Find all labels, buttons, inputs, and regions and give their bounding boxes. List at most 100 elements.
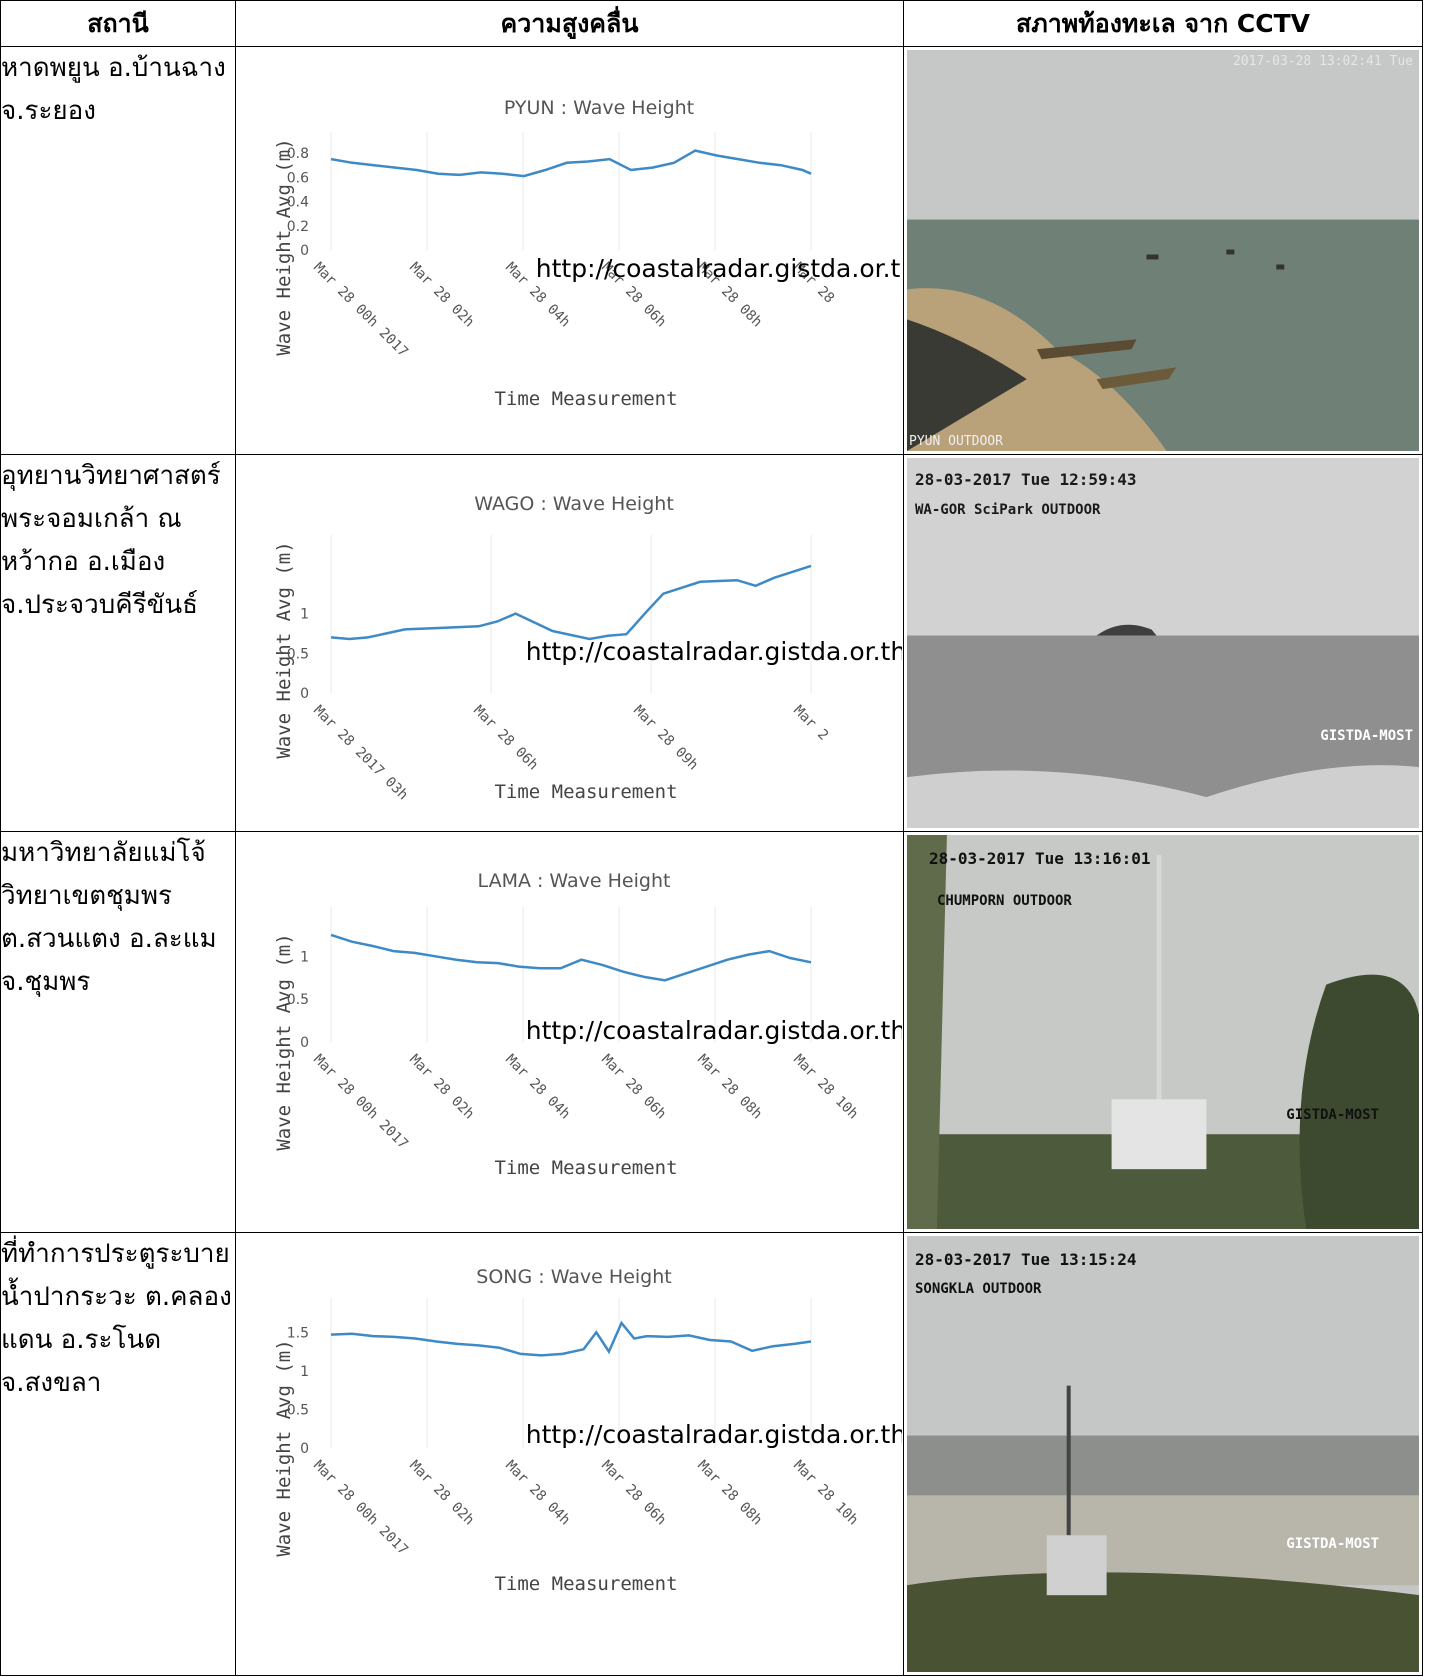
wave-height-line <box>330 564 812 641</box>
x-tick-label: Mar 28 00h 2017 <box>310 260 411 361</box>
wave-height-line <box>330 149 812 178</box>
cctv-image-pyun: 2017-03-28 13:02:41 Tue PYUN OUTDOOR <box>907 50 1419 451</box>
cctv-label: PYUN OUTDOOR <box>909 434 1003 449</box>
y-tick-labels: 00.51 <box>287 949 309 1051</box>
coastalradar-watermark: http://coastalradar.gistda.or.th <box>526 637 902 666</box>
y-tick-label: 0 <box>300 1441 309 1457</box>
cctv-brand: GISTDA-MOST <box>1286 1107 1379 1123</box>
cctv-timestamp: 28-03-2017 Tue 13:15:24 <box>915 1250 1137 1269</box>
gridlines <box>330 535 812 693</box>
header-row: สถานี ความสูงคลื่น สภาพท้องทะเล จาก CCTV <box>0 0 1423 47</box>
chart-title: SONG : Wave Height <box>476 1266 671 1288</box>
cctv-timestamp: 28-03-2017 Tue 13:16:01 <box>929 849 1151 868</box>
x-tick-label: Mar 28 09h <box>630 703 701 774</box>
coastalradar-watermark: http://coastalradar.gistda.or.th <box>536 254 902 283</box>
cctv-image-wago: 28-03-2017 Tue 12:59:43 WA-GOR SciPark O… <box>907 458 1419 828</box>
y-tick-label: 0.6 <box>287 170 309 186</box>
x-tick-label: Mar 28 04h <box>502 1052 573 1123</box>
wave-height-line <box>330 1320 812 1357</box>
y-tick-label: 0 <box>300 1035 309 1051</box>
x-tick-label: Mar 28 02h <box>406 1458 477 1529</box>
y-tick-label: 0.8 <box>287 146 309 162</box>
y-tick-label: 1 <box>300 607 309 623</box>
y-tick-label: 0.5 <box>287 646 309 662</box>
header-cctv: สภาพท้องทะเล จาก CCTV <box>903 0 1423 47</box>
cctv-timestamp: 28-03-2017 Tue 12:59:43 <box>915 470 1137 489</box>
wave-chart-cell: PYUN : Wave Height Wave Height Avg (m) T… <box>235 46 904 455</box>
wave-chart-cell: LAMA : Wave Height Wave Height Avg (m) T… <box>235 831 904 1233</box>
y-tick-label: 1.5 <box>287 1325 309 1341</box>
cctv-cell: 2017-03-28 13:02:41 Tue PYUN OUTDOOR <box>903 46 1423 455</box>
y-tick-label: 0 <box>300 243 309 259</box>
cctv-timestamp: 2017-03-28 13:02:41 Tue <box>1232 54 1413 69</box>
x-tick-label: Mar 28 08h <box>694 1052 765 1123</box>
wave-chart-pyun: PYUN : Wave Height Wave Height Avg (m) T… <box>273 97 902 410</box>
wave-chart-lama: LAMA : Wave Height Wave Height Avg (m) T… <box>273 870 902 1179</box>
cctv-label: WA-GOR SciPark OUTDOOR <box>915 502 1101 518</box>
chart-x-label: Time Measurement <box>494 1573 677 1595</box>
chart-x-label: Time Measurement <box>494 781 677 803</box>
coastalradar-watermark: http://coastalradar.gistda.or.th <box>526 1016 902 1045</box>
x-tick-label: Mar 28 10h <box>790 1458 861 1529</box>
y-tick-label: 1 <box>300 949 309 965</box>
station-name: หาดพยูน อ.บ้านฉาง จ.ระยอง <box>0 46 236 455</box>
x-tick-label: Mar 28 08h <box>694 1458 765 1529</box>
chart-y-label: Wave Height Avg (m) <box>273 1339 295 1556</box>
y-tick-labels: 0 0.2 0.4 0.6 0.8 <box>287 146 309 259</box>
x-tick-label: Mar 28 10h <box>790 1052 861 1123</box>
x-tick-label: Mar 28 2017 03h <box>310 703 411 804</box>
cctv-label: CHUMPORN OUTDOOR <box>937 893 1072 909</box>
cctv-image-lama: 28-03-2017 Tue 13:16:01 CHUMPORN OUTDOOR… <box>907 835 1419 1229</box>
chart-y-label: Wave Height Avg (m) <box>273 138 295 355</box>
station-name: มหาวิทยาลัยแม่โจ้ วิทยาเขตชุมพร ต.สวนแตง… <box>0 831 236 1233</box>
header-station: สถานี <box>0 0 236 47</box>
chart-title: WAGO : Wave Height <box>474 493 674 515</box>
cctv-cell: 28-03-2017 Tue 13:15:24 SONGKLA OUTDOOR … <box>903 1232 1423 1676</box>
wave-chart-cell: SONG : Wave Height Wave Height Avg (m) T… <box>235 1232 904 1676</box>
table-row: ที่ทำการประตูระบายน้ำปากระวะ ต.คลองแดน อ… <box>0 1232 1423 1676</box>
y-tick-labels: 00.511.5 <box>287 1325 309 1457</box>
cctv-brand: GISTDA-MOST <box>1286 1536 1379 1552</box>
x-tick-label: Mar 28 06h <box>598 1052 669 1123</box>
x-tick-label: Mar 28 02h <box>406 1052 477 1123</box>
coastalradar-watermark: http://coastalradar.gistda.or.th <box>526 1420 902 1449</box>
y-tick-label: 0 <box>300 686 309 702</box>
cctv-cell: 28-03-2017 Tue 13:16:01 CHUMPORN OUTDOOR… <box>903 831 1423 1233</box>
x-tick-label: Mar 28 00h 2017 <box>310 1458 411 1559</box>
station-name: ที่ทำการประตูระบายน้ำปากระวะ ต.คลองแดน อ… <box>0 1232 236 1676</box>
x-tick-label: Mar 28 00h 2017 <box>310 1052 411 1153</box>
y-tick-label: 0.2 <box>287 219 309 235</box>
x-tick-label: Mar 28 04h <box>502 1458 573 1529</box>
y-tick-label: 0.4 <box>287 195 309 211</box>
y-tick-label: 1 <box>300 1364 309 1380</box>
x-tick-label: Mar 28 02h <box>406 260 477 331</box>
station-name: อุทยานวิทยาศาสตร์พระจอมเกล้า ณ หว้ากอ อ.… <box>0 454 236 832</box>
cctv-cell: 28-03-2017 Tue 12:59:43 WA-GOR SciPark O… <box>903 454 1423 832</box>
table-row: หาดพยูน อ.บ้านฉาง จ.ระยอง PYUN : Wave He… <box>0 46 1423 455</box>
cctv-brand: GISTDA-MOST <box>1320 728 1413 744</box>
wave-chart-cell: WAGO : Wave Height Wave Height Avg (m) T… <box>235 454 904 832</box>
wave-chart-wago: WAGO : Wave Height Wave Height Avg (m) T… <box>273 493 902 804</box>
gridlines <box>330 132 812 250</box>
chart-y-label: Wave Height Avg (m) <box>273 541 295 758</box>
gridlines <box>330 907 812 1042</box>
x-tick-label: Mar 2 <box>790 703 831 744</box>
chart-title: PYUN : Wave Height <box>504 97 694 119</box>
chart-x-label: Time Measurement <box>494 1157 677 1179</box>
chart-y-label: Wave Height Avg (m) <box>273 933 295 1150</box>
y-tick-label: 0.5 <box>287 992 309 1008</box>
chart-title: LAMA : Wave Height <box>478 870 671 892</box>
y-tick-labels: 00.51 <box>287 607 309 702</box>
wave-chart-song: SONG : Wave Height Wave Height Avg (m) T… <box>273 1266 902 1595</box>
header-wave-height: ความสูงคลื่น <box>235 0 904 47</box>
cctv-image-song: 28-03-2017 Tue 13:15:24 SONGKLA OUTDOOR … <box>907 1236 1419 1672</box>
cctv-label: SONGKLA OUTDOOR <box>915 1281 1042 1297</box>
x-tick-label: Mar 28 06h <box>598 1458 669 1529</box>
chart-x-label: Time Measurement <box>494 388 677 410</box>
table-row: มหาวิทยาลัยแม่โจ้ วิทยาเขตชุมพร ต.สวนแตง… <box>0 831 1423 1233</box>
x-tick-label: Mar 28 06h <box>470 703 541 774</box>
gridlines <box>330 1298 812 1448</box>
